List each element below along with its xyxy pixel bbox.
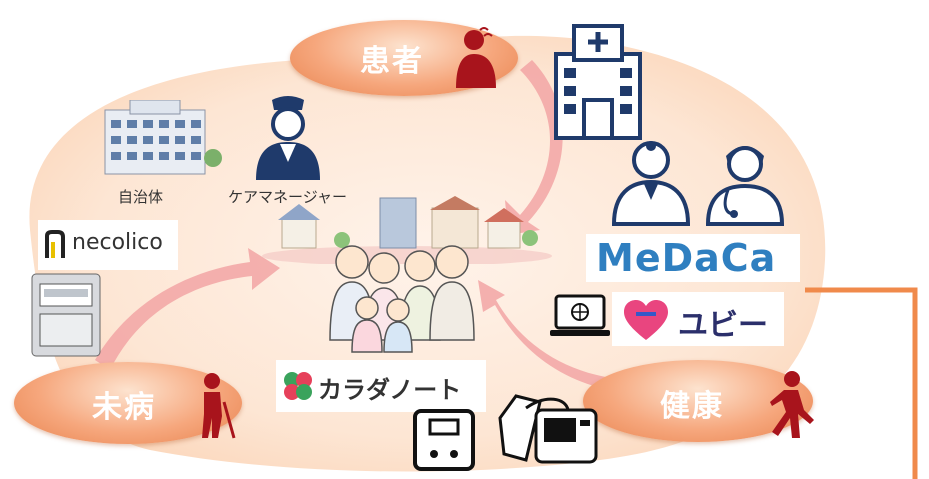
doctor-icon: [611, 141, 691, 226]
arrow-patient-to-center: [505, 60, 563, 235]
sick-person-icon: [456, 27, 496, 88]
clover-icon: [284, 372, 312, 400]
karada-note-text: カラダノート: [318, 376, 462, 404]
medaca-text: MeDaCa: [596, 236, 777, 280]
bracket-line: [805, 287, 918, 479]
necolico-logo: necolico: [38, 220, 178, 270]
heart-icon: [624, 300, 668, 340]
care-manager-caption: ケアマネージャー: [228, 188, 347, 206]
blood-pressure-monitor-icon: [498, 394, 598, 464]
physician-icon: [705, 146, 785, 226]
family-illustration: [329, 245, 475, 353]
patient-label: 患者: [360, 44, 424, 79]
prevention-label: 未病: [92, 390, 156, 425]
arrow-prevention-to-center: [95, 248, 280, 370]
karada-note-logo: カラダノート: [276, 360, 486, 412]
medaca-logo: MeDaCa: [586, 234, 800, 282]
ubie-text: ユビー: [678, 308, 768, 343]
scale-icon: [413, 409, 475, 471]
smart-meter-icon: [31, 273, 101, 357]
town-illustration: [262, 196, 552, 264]
elderly-walker-icon: [202, 373, 236, 439]
ubie-logo: ユビー: [612, 292, 784, 346]
necolico-text: necolico: [72, 230, 163, 255]
municipality-caption: 自治体: [118, 188, 164, 206]
building-icon: [104, 100, 222, 175]
nurse-icon: [256, 96, 320, 180]
runner-icon: [770, 371, 814, 438]
hospital-icon: [554, 24, 642, 140]
healthy-label: 健康: [660, 389, 724, 424]
laptop-icon: [550, 294, 610, 336]
necolico-mark-icon: [45, 230, 65, 258]
